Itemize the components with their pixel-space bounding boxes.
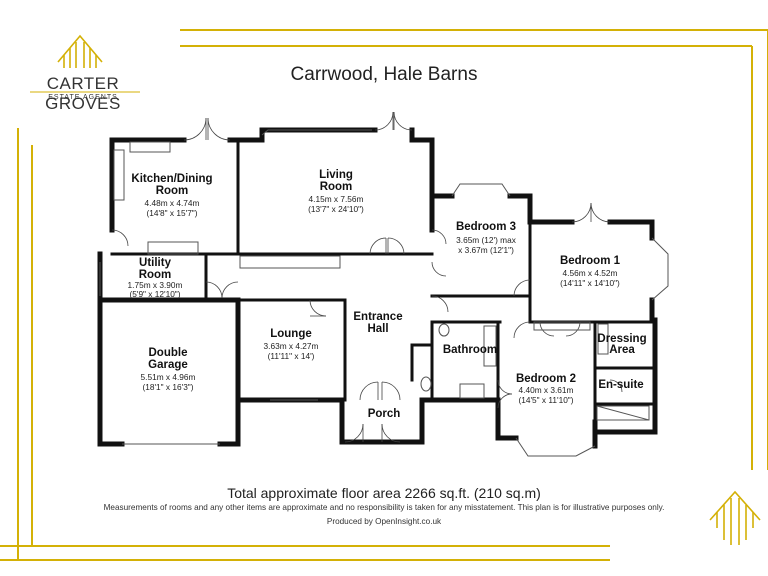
kitchen-island xyxy=(147,241,199,255)
brand-name: CARTER GROVES xyxy=(45,74,121,113)
svg-text:Kitchen/Dining: Kitchen/Dining xyxy=(131,173,212,185)
garage-dim-metric: 5.51m x 4.96m xyxy=(141,372,196,382)
disclaimer: Measurements of rooms and any other item… xyxy=(103,503,665,512)
utility-dim-imperial: (5'9" x 12'10") xyxy=(129,289,180,299)
living-label-2: Room xyxy=(320,181,353,193)
dressing-label-2: Area xyxy=(609,344,635,356)
total-floor-area: Total approximate floor area 2266 sq.ft.… xyxy=(227,485,541,501)
bath-tub xyxy=(483,325,497,367)
garage-label-2: Garage xyxy=(148,359,188,371)
bedroom3-dim-metric: 3.65m (12') max xyxy=(456,235,517,245)
ensuite-shower xyxy=(596,405,650,421)
bedroom2-dim-imperial: (14'5" x 11'10") xyxy=(518,395,573,405)
utility-label: Utility xyxy=(139,257,172,269)
kitchen-dim-imperial: (14'8" x 15'7") xyxy=(146,208,197,218)
logo-house-icon xyxy=(57,34,103,68)
kitchen-dim-metric: 4.48m x 4.74m xyxy=(145,198,200,208)
wall-living-top xyxy=(259,127,378,143)
lounge-dim-metric: 3.63m x 4.27m xyxy=(264,341,319,351)
bathroom-sink xyxy=(459,383,485,399)
kitchen-counter xyxy=(129,141,171,153)
dressing-label: Dressing xyxy=(597,333,646,345)
porch-label: Porch xyxy=(368,408,401,420)
lounge-dim-imperial: (11'11" x 14') xyxy=(268,351,315,361)
room-labels: Kitchen/Dining Room 4.48m x 4.74m (14'8"… xyxy=(128,169,647,420)
toilet xyxy=(420,376,432,392)
utility-label-2: Room xyxy=(139,269,172,281)
bay-window-bedroom3 xyxy=(451,183,511,197)
kitchen-label: Kitchen/Dining xyxy=(131,173,212,185)
bedroom2-dim-metric: 4.40m x 3.61m xyxy=(519,385,574,395)
bay-window-bedroom1 xyxy=(651,237,669,301)
bedroom1-label: Bedroom 1 xyxy=(560,255,621,267)
wall-garage xyxy=(97,297,125,447)
bedroom1-dim-imperial: (14'11" x 14'10") xyxy=(560,278,620,288)
bedroom2-label: Bedroom 2 xyxy=(516,373,576,385)
corner-house-icon xyxy=(709,490,761,545)
floor-plan: Kitchen/Dining Room 4.48m x 4.74m (14'8"… xyxy=(97,111,669,457)
lounge-label: Lounge xyxy=(270,328,312,340)
hall-label-2: Hall xyxy=(367,323,388,335)
wardrobes-hall xyxy=(239,255,341,269)
ensuite-label: En-suite xyxy=(598,379,643,391)
bedroom1-dim-metric: 4.56m x 4.52m xyxy=(563,268,618,278)
bathroom-label: Bathroom xyxy=(443,344,497,356)
living-label: Living xyxy=(319,169,353,181)
plan-title: Carrwood, Hale Barns xyxy=(290,64,478,85)
bedroom3-label: Bedroom 3 xyxy=(456,221,516,233)
bedroom3-dim-imperial: x 3.67m (12'1") xyxy=(458,245,514,255)
living-dim-metric: 4.15m x 7.56m xyxy=(309,194,364,204)
svg-text:Room: Room xyxy=(156,185,189,197)
garage-dim-imperial: (18'1" x 16'3") xyxy=(142,382,193,392)
utility-dim-metric: 1.75m x 3.90m xyxy=(128,280,183,290)
garage-label: Double xyxy=(149,347,188,359)
living-dim-imperial: (13'7" x 24'10") xyxy=(308,204,364,214)
hall-label: Entrance xyxy=(353,311,402,323)
brand-tagline: ESTATE AGENTS xyxy=(48,94,118,101)
kitchen-label-2: Room xyxy=(156,185,189,197)
produced-by: Produced by OpenInsight.co.uk xyxy=(326,517,442,526)
bay-window-bedroom2 xyxy=(515,437,596,457)
